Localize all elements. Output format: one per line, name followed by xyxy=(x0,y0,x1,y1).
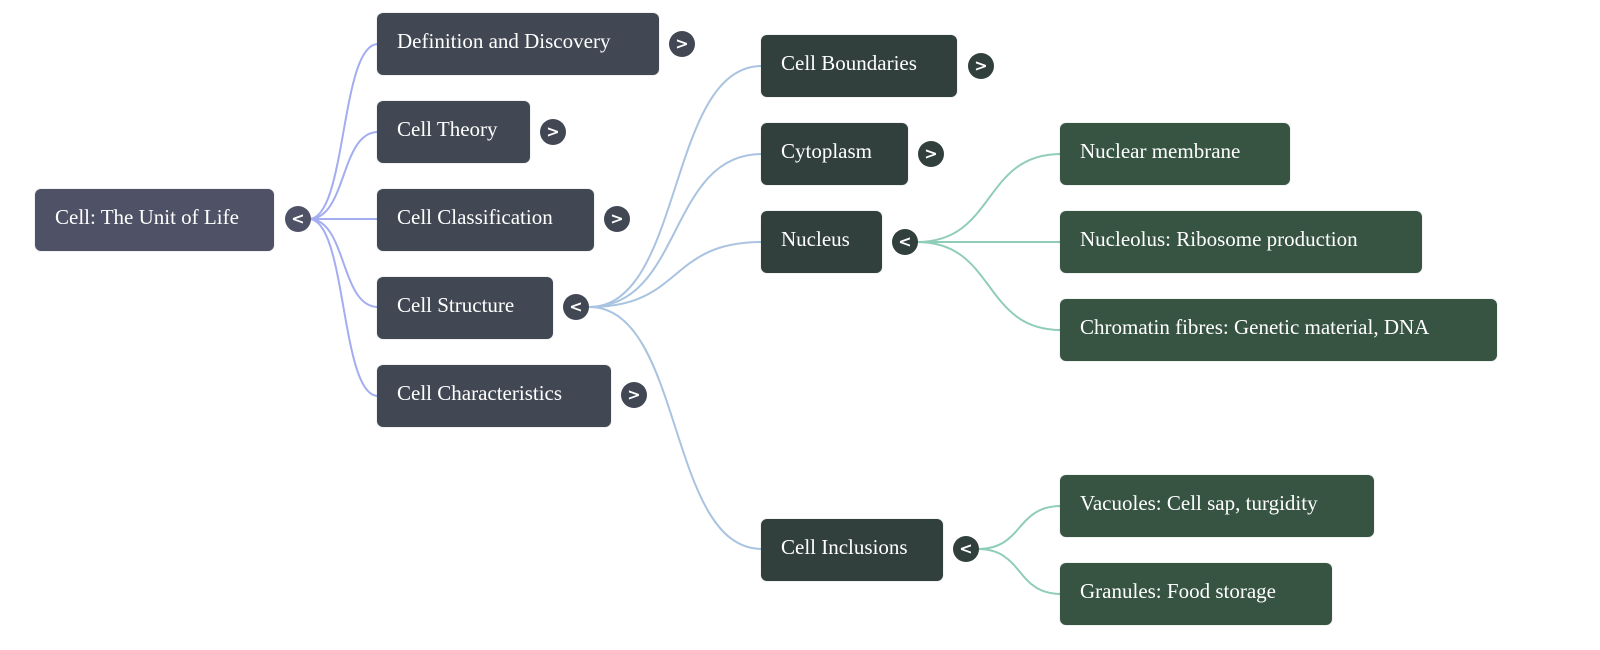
connector-structure xyxy=(588,306,763,550)
node-label: Nucleus xyxy=(781,226,850,251)
node-cell-structure[interactable]: Cell Structure xyxy=(377,277,553,339)
node-label: Cell Classification xyxy=(397,204,553,229)
expand-icon[interactable]: > xyxy=(604,206,630,232)
connector-root xyxy=(308,43,379,220)
connector-nucleus xyxy=(916,153,1062,243)
node-label: Cell Theory xyxy=(397,116,498,141)
node-nucleolus[interactable]: Nucleolus: Ribosome production xyxy=(1060,211,1422,273)
expand-icon[interactable]: > xyxy=(669,31,695,57)
expand-icon[interactable]: > xyxy=(621,382,647,408)
node-cell-inclusions[interactable]: Cell Inclusions xyxy=(761,519,943,581)
collapse-icon[interactable]: < xyxy=(285,206,311,232)
node-definition-and-discovery[interactable]: Definition and Discovery xyxy=(377,13,659,75)
node-cell-classification[interactable]: Cell Classification xyxy=(377,189,594,251)
connector-inclusions xyxy=(977,505,1062,550)
node-label: Cell Characteristics xyxy=(397,380,563,405)
node-cytoplasm[interactable]: Cytoplasm xyxy=(761,123,908,185)
root-node-label: Cell: The Unit of Life xyxy=(55,204,239,229)
node-nuclear-membrane[interactable]: Nuclear membrane xyxy=(1060,123,1290,185)
node-cell-boundaries[interactable]: Cell Boundaries xyxy=(761,35,957,97)
node-vacuoles[interactable]: Vacuoles: Cell sap, turgidity xyxy=(1060,475,1374,537)
connector-root xyxy=(308,218,379,308)
node-label: Nucleolus: Ribosome production xyxy=(1080,226,1358,251)
connector-structure xyxy=(588,241,763,308)
node-label: Cell Inclusions xyxy=(781,534,908,559)
connector-root xyxy=(308,218,379,397)
node-cell-characteristics[interactable]: Cell Characteristics xyxy=(377,365,611,427)
collapse-icon[interactable]: < xyxy=(563,294,589,320)
connector-root xyxy=(308,131,379,220)
node-label: Granules: Food storage xyxy=(1080,578,1276,603)
node-label: Cell Structure xyxy=(397,292,515,317)
node-label: Chromatin fibres: Genetic material, DNA xyxy=(1080,314,1430,339)
expand-icon[interactable]: > xyxy=(918,141,944,167)
expand-icon[interactable]: > xyxy=(540,119,566,145)
connector-inclusions xyxy=(977,548,1062,595)
connector-structure xyxy=(588,65,763,308)
connector-nucleus xyxy=(916,241,1062,331)
node-label: Definition and Discovery xyxy=(397,28,611,53)
node-cell-theory[interactable]: Cell Theory xyxy=(377,101,530,163)
node-granules[interactable]: Granules: Food storage xyxy=(1060,563,1332,625)
collapse-icon[interactable]: < xyxy=(892,229,918,255)
node-label: Vacuoles: Cell sap, turgidity xyxy=(1080,490,1318,515)
root-node[interactable]: Cell: The Unit of Life xyxy=(35,189,274,251)
node-chromatin-fibres[interactable]: Chromatin fibres: Genetic material, DNA xyxy=(1060,299,1497,361)
node-nucleus[interactable]: Nucleus xyxy=(761,211,882,273)
expand-icon[interactable]: > xyxy=(968,53,994,79)
collapse-icon[interactable]: < xyxy=(953,536,979,562)
node-label: Nuclear membrane xyxy=(1080,138,1241,163)
node-label: Cell Boundaries xyxy=(781,50,917,75)
node-label: Cytoplasm xyxy=(781,138,873,163)
